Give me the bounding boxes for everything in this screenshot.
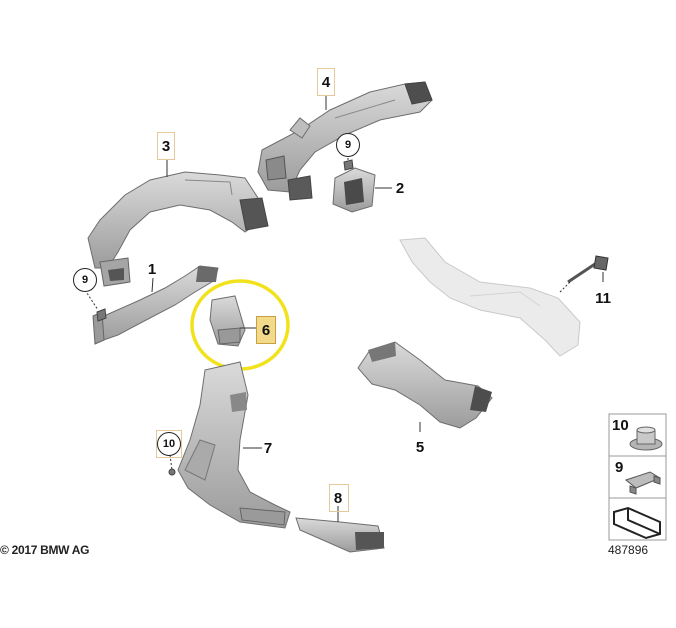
generic-part-icon <box>613 506 661 540</box>
part-3-curved-duct <box>87 171 269 287</box>
callout-7[interactable]: 7 <box>263 439 273 457</box>
callout-2[interactable]: 2 <box>395 179 405 197</box>
callout-9-upper[interactable]: 9 <box>336 133 360 157</box>
part-11-bolt <box>559 255 609 293</box>
callout-box-3 <box>157 132 175 160</box>
nut-icon <box>629 426 663 451</box>
callout-11[interactable]: 11 <box>595 289 611 307</box>
legend-number-10: 10 <box>612 417 629 434</box>
callout-4[interactable]: 4 <box>321 73 331 91</box>
callout-5[interactable]: 5 <box>415 438 425 456</box>
leader-lines <box>151 95 604 522</box>
callout-10[interactable]: 10 <box>157 432 181 456</box>
part-8-floor-duct <box>295 517 385 553</box>
reference-number: 487896 <box>608 543 649 557</box>
legend-number-9: 9 <box>615 459 624 476</box>
copyright-text: © 2017 BMW AG <box>0 543 90 557</box>
callout-9-lower[interactable]: 9 <box>73 268 97 292</box>
callout-6-highlighted[interactable]: 6 <box>256 316 276 344</box>
callout-box-8 <box>329 484 349 512</box>
ghost-context-duct <box>399 237 581 357</box>
clip-icon <box>624 471 662 495</box>
part-6-bracket <box>209 295 246 347</box>
callout-1[interactable]: 1 <box>147 260 157 278</box>
callout-8[interactable]: 8 <box>333 489 343 507</box>
part-5-right-duct <box>357 341 493 429</box>
part-2-vent-adapter <box>332 167 376 213</box>
callout-box-4 <box>317 68 335 96</box>
part-4-upper-duct <box>257 81 433 201</box>
part-7-vertical-duct <box>177 361 291 529</box>
clip-9-upper <box>343 154 354 171</box>
clip-9-lower <box>84 289 107 322</box>
legend-panel <box>608 413 667 541</box>
clip-10-small <box>168 454 176 476</box>
callout-box-10 <box>156 430 182 458</box>
callout-3[interactable]: 3 <box>161 137 171 155</box>
